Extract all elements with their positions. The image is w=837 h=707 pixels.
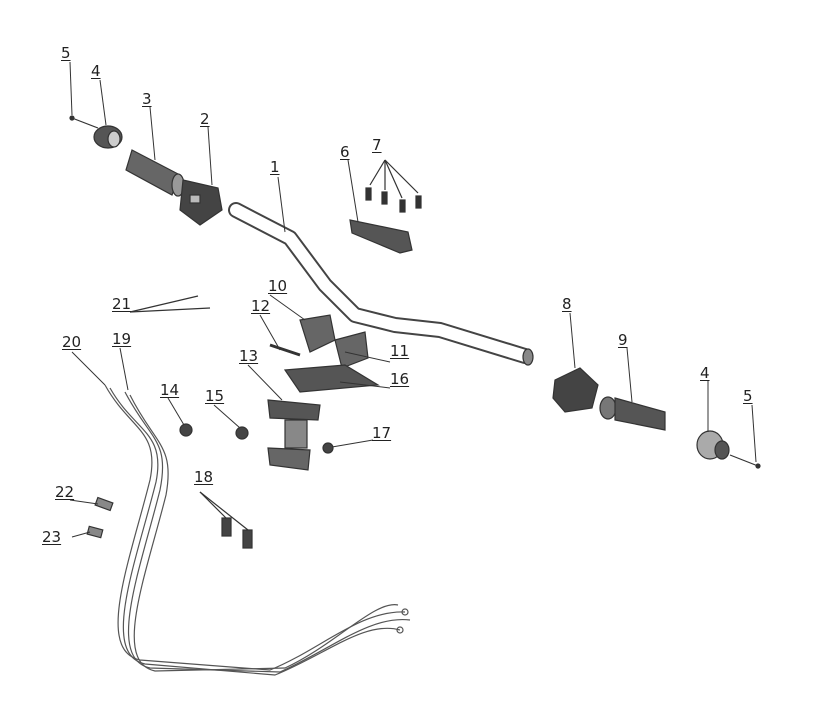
part-left-switch xyxy=(179,179,223,226)
callout-number: 23 xyxy=(42,528,62,546)
callout-number: 13 xyxy=(239,347,259,365)
part-pins xyxy=(129,295,211,313)
part-clamp-bolts xyxy=(365,159,422,213)
leader-lines xyxy=(69,61,757,538)
callout-number: 21 xyxy=(112,295,132,313)
part-right-bar-end-bolt xyxy=(729,454,761,469)
part-cables xyxy=(104,384,411,676)
callout-number: 19 xyxy=(112,330,132,348)
part-right-switch xyxy=(552,367,599,413)
callout-number: 5 xyxy=(61,44,71,62)
callout-number: 14 xyxy=(160,381,180,399)
part-small-bolts xyxy=(179,423,334,549)
part-clamps xyxy=(269,314,380,393)
part-brackets xyxy=(86,496,114,539)
callout-number: 9 xyxy=(618,331,628,349)
callout-number: 6 xyxy=(340,143,350,161)
callout-number: 8 xyxy=(562,295,572,313)
callout-number: 16 xyxy=(390,370,410,388)
callout-number: 17 xyxy=(372,424,392,442)
callout-number: 4 xyxy=(700,364,710,382)
part-upper-clamp xyxy=(349,219,413,254)
part-handlebar xyxy=(228,202,534,366)
part-right-bar-end xyxy=(696,430,730,460)
callout-number: 3 xyxy=(142,90,152,108)
callout-number: 4 xyxy=(91,62,101,80)
callout-number: 2 xyxy=(200,110,210,128)
part-stem xyxy=(267,399,321,471)
callout-number: 15 xyxy=(205,387,225,405)
callout-number: 11 xyxy=(390,342,410,360)
callout-number: 10 xyxy=(268,277,288,295)
part-left-bar-end-bolt xyxy=(69,115,99,129)
callout-number: 22 xyxy=(55,483,75,501)
part-left-bar-end xyxy=(93,125,123,149)
callout-number: 1 xyxy=(270,158,280,176)
callout-number: 18 xyxy=(194,468,214,486)
callout-number: 7 xyxy=(372,136,382,154)
part-left-grip xyxy=(125,149,185,197)
callout-number: 20 xyxy=(62,333,82,351)
callout-number: 5 xyxy=(743,387,753,405)
part-right-grip xyxy=(599,396,666,431)
callout-number: 12 xyxy=(251,297,271,315)
